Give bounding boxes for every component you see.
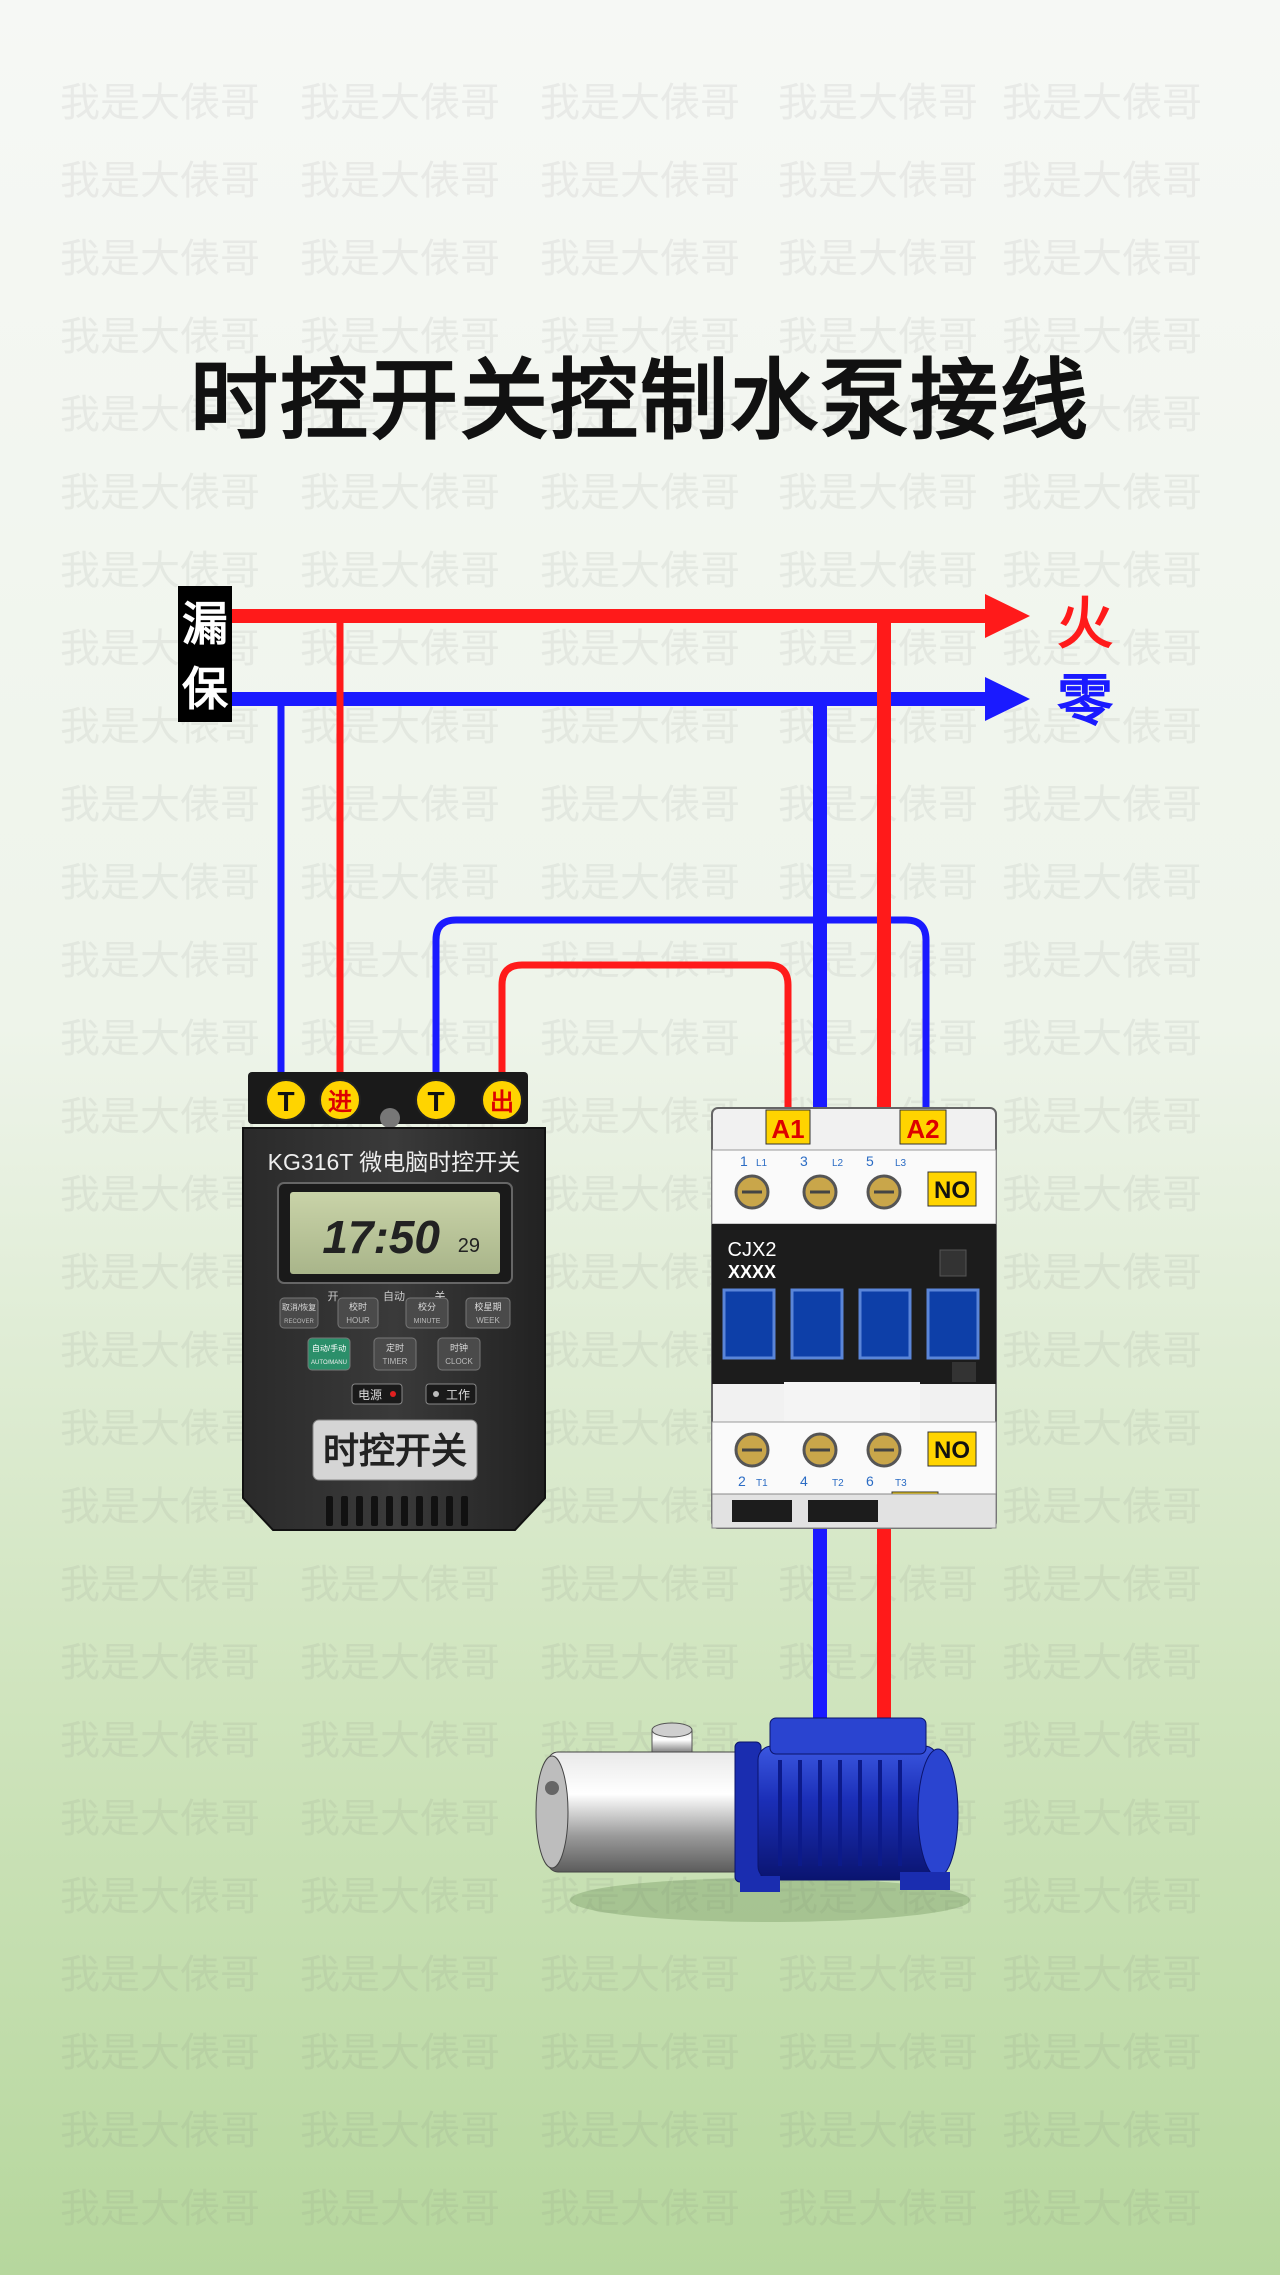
timer-button-recover[interactable]: 取消/恢复 RECOVER bbox=[279, 1297, 319, 1329]
timer-switch: T 进 T 出 KG316T 微电脑时控开关 17:50 29 开 自动 关 bbox=[242, 1072, 546, 1531]
timer-indicator-dot bbox=[380, 1108, 400, 1128]
timer-button-auto-manual-bottom: AUTO/MANU bbox=[311, 1360, 347, 1366]
timer-mode-off: 关 bbox=[435, 1289, 446, 1303]
contactor-bottom-screws bbox=[734, 1432, 902, 1468]
contactor-top-terminal-l2: L2 bbox=[832, 1158, 844, 1169]
timer-terminal-4: 出 bbox=[481, 1079, 523, 1121]
timer-button-hour-top: 校时 bbox=[349, 1301, 367, 1312]
timer-button-timer-bottom: TIMER bbox=[383, 1357, 408, 1366]
timer-name-plate: 时控开关 bbox=[323, 1430, 467, 1471]
timer-terminal-4-label: 出 bbox=[490, 1089, 514, 1116]
timer-terminal-1-label: T bbox=[277, 1086, 294, 1117]
timer-button-clock-top: 时钟 bbox=[450, 1342, 468, 1353]
contactor-top-screws bbox=[734, 1174, 902, 1210]
contactor-bottom-terminal-6: 6 bbox=[866, 1473, 874, 1489]
timer-button-clock-bottom: CLOCK bbox=[445, 1357, 473, 1366]
breaker-label-line2: 保 bbox=[182, 663, 229, 715]
timer-button-week-top: 校星期 bbox=[474, 1301, 501, 1312]
water-pump bbox=[535, 1717, 970, 1922]
timer-terminal-1: T bbox=[265, 1079, 307, 1121]
timer-work-led bbox=[433, 1391, 439, 1397]
timer-button-auto-manual[interactable]: 自动/手动 AUTO/MANU bbox=[307, 1337, 351, 1371]
breaker-label-line1: 漏 bbox=[182, 598, 228, 650]
timer-button-minute[interactable]: 校分 MINUTE bbox=[405, 1297, 449, 1329]
timer-button-minute-bottom: MINUTE bbox=[414, 1318, 441, 1325]
breaker-label: 漏 保 bbox=[178, 586, 232, 722]
timer-mode-auto: 自动 bbox=[383, 1290, 405, 1303]
timer-button-auto-manual-top: 自动/手动 bbox=[312, 1343, 346, 1353]
contactor-top-terminal-l3: L3 bbox=[895, 1158, 907, 1169]
contactor-coil-a1: A1 bbox=[771, 1114, 804, 1144]
timer-button-timer-top: 定时 bbox=[386, 1342, 404, 1353]
timer-vents bbox=[326, 1496, 468, 1526]
live-bus bbox=[232, 594, 1030, 638]
timer-button-minute-top: 校分 bbox=[418, 1301, 436, 1312]
contactor-top-terminal-5: 5 bbox=[866, 1153, 874, 1169]
diagram-title: 时控开关控制水泵接线 bbox=[189, 349, 1090, 452]
timer-button-recover-bottom: RECOVER bbox=[284, 1319, 314, 1325]
neutral-bus bbox=[232, 677, 1030, 721]
timer-lcd bbox=[290, 1192, 500, 1274]
timer-button-timer[interactable]: 定时 TIMER bbox=[373, 1337, 417, 1371]
live-label: 火 bbox=[1057, 592, 1113, 655]
contactor: A1 A2 1 L1 3 L2 5 L3 NO CJX2 XXXX bbox=[711, 1107, 997, 1529]
timer-terminal-3: T bbox=[415, 1079, 457, 1121]
timer-time-display: 17:50 bbox=[322, 1211, 440, 1263]
contactor-bottom-no-label: NO bbox=[934, 1437, 970, 1464]
contactor-bottom-terminal-t1: T1 bbox=[756, 1478, 768, 1489]
contactor-top-terminal-l1: L1 bbox=[756, 1158, 768, 1169]
contactor-model: CJX2 bbox=[728, 1239, 777, 1261]
pump-motor-fins bbox=[778, 1760, 902, 1866]
timer-work-label: 工作 bbox=[446, 1388, 470, 1402]
contactor-top-terminal-1: 1 bbox=[740, 1153, 748, 1169]
contactor-model-sub: XXXX bbox=[728, 1262, 776, 1282]
timer-button-week[interactable]: 校星期 WEEK bbox=[465, 1297, 511, 1329]
timer-power-led bbox=[390, 1391, 396, 1397]
timer-button-hour[interactable]: 校时 HOUR bbox=[337, 1297, 379, 1329]
timer-model-label: KG316T 微电脑时控开关 bbox=[268, 1149, 521, 1175]
contactor-bottom-terminal-4: 4 bbox=[800, 1473, 808, 1489]
contactor-blue-windows bbox=[722, 1288, 980, 1360]
contactor-bottom-terminal-t2: T2 bbox=[832, 1478, 844, 1489]
timer-power-label: 电源 bbox=[358, 1388, 382, 1402]
timer-button-hour-bottom: HOUR bbox=[346, 1316, 370, 1325]
contactor-bottom-terminal-t3: T3 bbox=[895, 1478, 907, 1489]
contactor-bottom-terminal-2: 2 bbox=[738, 1473, 746, 1489]
contactor-top-terminal-3: 3 bbox=[800, 1153, 808, 1169]
neutral-label: 零 bbox=[1057, 669, 1114, 732]
timer-seconds-display: 29 bbox=[458, 1235, 480, 1257]
timer-button-recover-top: 取消/恢复 bbox=[282, 1302, 316, 1312]
timer-terminal-2: 进 bbox=[319, 1079, 361, 1121]
timer-button-clock[interactable]: 时钟 CLOCK bbox=[437, 1337, 481, 1371]
timer-terminal-2-label: 进 bbox=[328, 1089, 352, 1116]
wire-timer-neutral-out-a2 bbox=[432, 916, 930, 1122]
contactor-coil-a2: A2 bbox=[906, 1114, 939, 1144]
timer-terminal-3-label: T bbox=[427, 1086, 444, 1117]
contactor-top-no-label: NO bbox=[934, 1177, 970, 1204]
wire-timer-live-out-a1 bbox=[498, 961, 792, 1122]
timer-mode-on: 开 bbox=[328, 1291, 339, 1303]
timer-button-week-bottom: WEEK bbox=[476, 1316, 500, 1325]
